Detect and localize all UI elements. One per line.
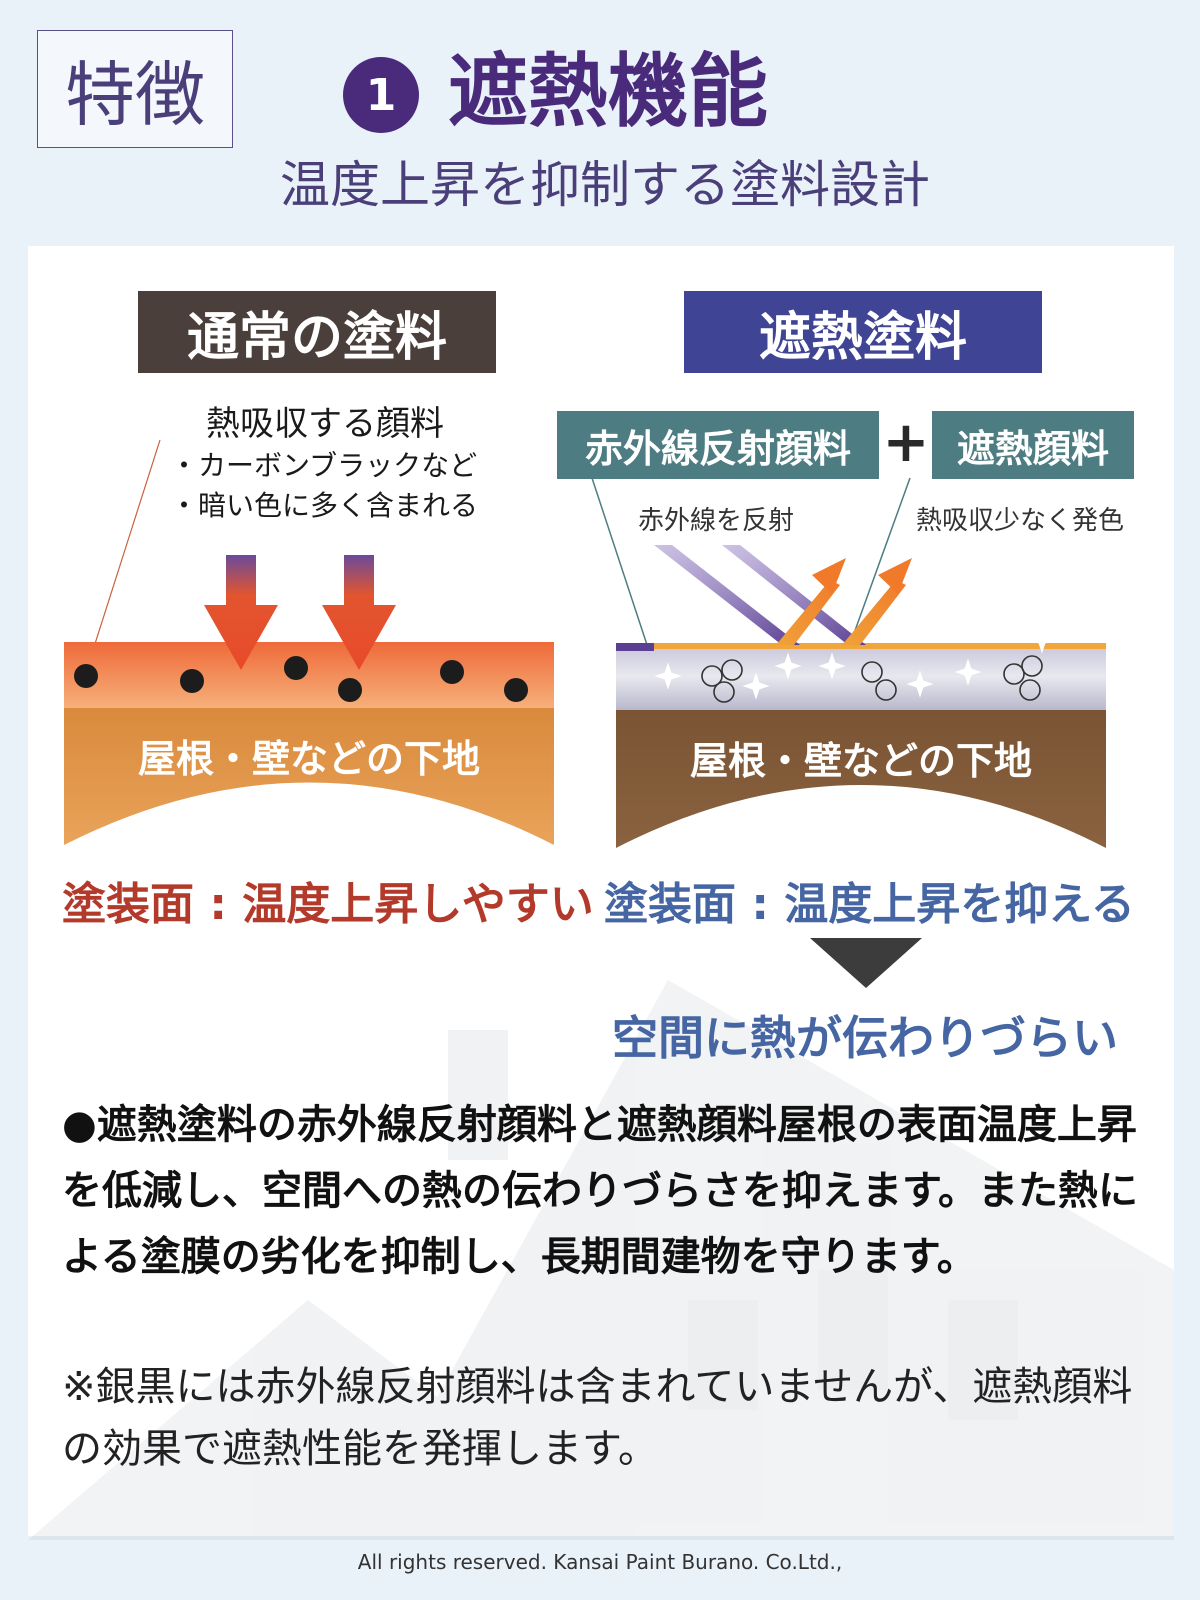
- house-background-illustration: [28, 980, 1174, 1540]
- description-note: ※銀黒には赤外線反射顔料は含まれていませんが、遮熱顔料の効果で遮熱性能を発揮しま…: [62, 1364, 1133, 1472]
- plus-icon: +: [882, 410, 930, 475]
- feature-number-badge: 1: [343, 57, 419, 133]
- pigment-item: ・カーボンブラックなど: [170, 449, 478, 482]
- normal-paint-header: 通常の塗料: [138, 291, 496, 373]
- normal-paint-result: 塗装面 : 温度上昇しやすい: [62, 879, 594, 930]
- heat-absorbing-pigment-note: 熱吸収する顔料 ・カーボンブラックなど ・暗い色に多く含まれる: [160, 402, 490, 526]
- pigment-item: ・暗い色に多く含まれる: [170, 489, 479, 522]
- page-subtitle: 温度上昇を抑制する塗料設計: [280, 156, 930, 214]
- ir-reflective-pigment-label: 赤外線反射顔料: [557, 411, 879, 479]
- feature-tag: 特徴: [37, 30, 233, 148]
- conclusion-text: 空間に熱が伝わりづらい: [612, 1011, 1118, 1065]
- normal-paint-diagram: [64, 439, 554, 845]
- normal-substrate-label: 屋根・壁などの下地: [137, 737, 480, 781]
- heat-paint-header: 遮熱塗料: [684, 291, 1042, 373]
- description-main: ●遮熱塗料の赤外線反射顔料と遮熱顔料屋根の表面温度上昇を低減し、空間への熱の伝わ…: [62, 1102, 1138, 1280]
- page-title: 遮熱機能: [448, 45, 768, 138]
- pigment-title: 熱吸収する顔料: [206, 404, 444, 444]
- low-absorption-note: 熱吸収少なく発色: [916, 506, 1125, 536]
- heat-substrate-label: 屋根・壁などの下地: [689, 739, 1032, 783]
- heat-paint-result: 塗装面 : 温度上昇を抑える: [604, 879, 1135, 930]
- copyright-text: All rights reserved. Kansai Paint Burano…: [357, 1550, 843, 1574]
- ir-reflect-note: 赤外線を反射: [638, 506, 795, 536]
- heat-paint-diagram: [591, 477, 1106, 848]
- down-triangle-icon: [810, 938, 922, 988]
- heat-shield-pigment-label: 遮熱顔料: [932, 411, 1134, 479]
